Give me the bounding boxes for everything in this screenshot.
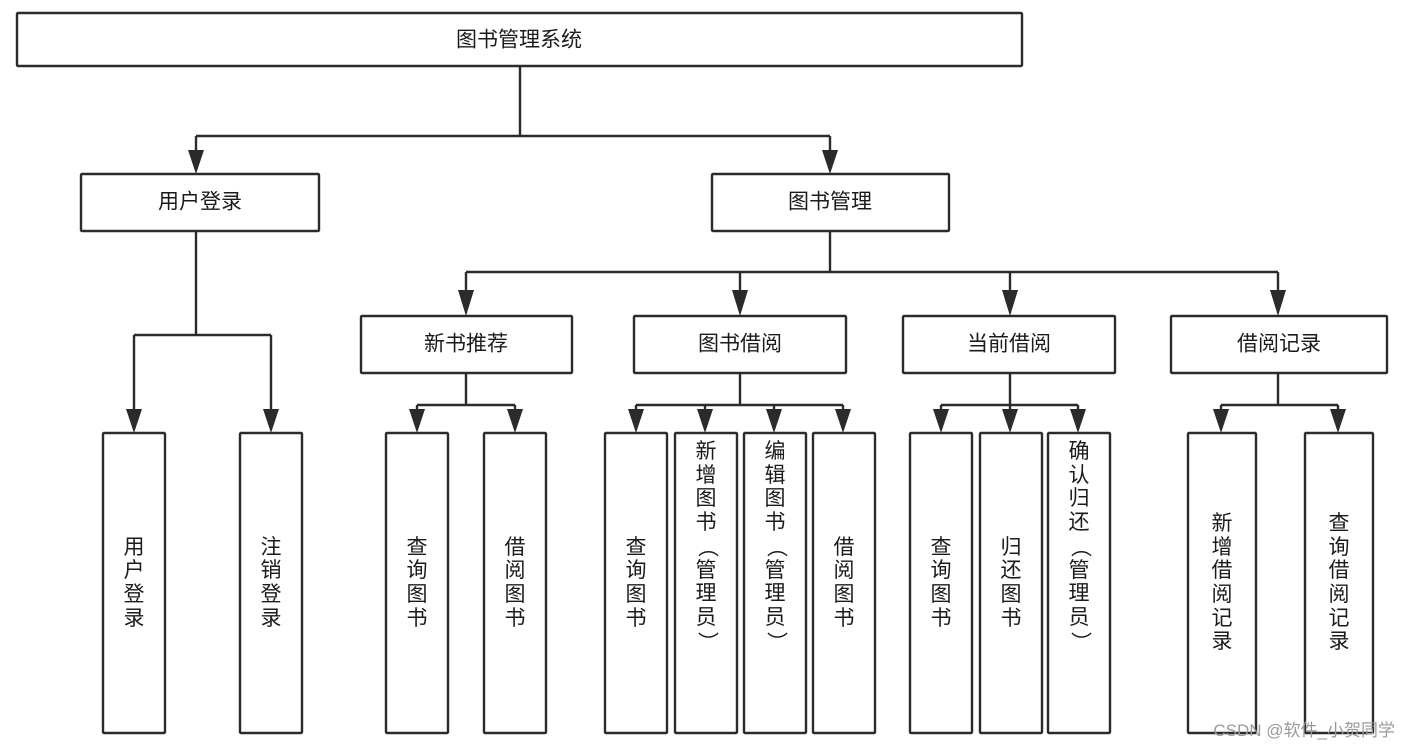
node-book-borrow-box[interactable] <box>632 314 848 375</box>
leaf-logout-login-box[interactable] <box>238 431 304 735</box>
csdn-watermark: CSDN @软件_小贺同学 <box>1213 721 1395 740</box>
leaf-query-record-box[interactable] <box>1303 431 1375 735</box>
node-borrow-record-box[interactable] <box>1169 314 1389 375</box>
root-label: 图书管理系统 <box>456 29 582 52</box>
arrow-leaf-confirm-return <box>1070 409 1086 433</box>
node-current-borrow-box[interactable] <box>901 314 1117 375</box>
arrow-leaf-return-book <box>1002 409 1018 433</box>
arrow-leaf-query-book-2 <box>628 409 644 433</box>
leaf-borrow-book-2-box[interactable] <box>811 431 877 735</box>
arrow-leaf-query-book-3 <box>933 409 949 433</box>
node-root-box[interactable] <box>15 11 1024 68</box>
leaf-query-book-3-box[interactable] <box>908 431 974 735</box>
leaf-edit-book-box[interactable] <box>742 431 808 735</box>
book-borrow-label: 图书借阅 <box>698 333 782 356</box>
leaf-confirm-return-box[interactable] <box>1046 431 1112 735</box>
arrow-leaf-add-record <box>1213 409 1229 433</box>
leaf-borrow-book-1-box[interactable] <box>482 431 548 735</box>
arrow-current-borrow <box>1002 290 1018 316</box>
arrow-book-borrow <box>732 290 748 316</box>
connectors <box>126 66 1346 433</box>
node-new-book-recommend-box[interactable] <box>359 314 574 375</box>
arrow-leaf-query-record <box>1330 409 1346 433</box>
arrow-leaf-logout-login <box>263 409 279 433</box>
arrow-book-management <box>822 150 838 174</box>
leaf-query-book-2-box[interactable] <box>603 431 669 735</box>
leaf-add-record-box[interactable] <box>1186 431 1258 735</box>
leaf-user-login-box[interactable] <box>101 431 167 735</box>
node-boxes <box>15 11 1389 735</box>
arrow-new-book-recommend <box>458 290 474 316</box>
new-book-recommend-label: 新书推荐 <box>424 333 508 356</box>
leaf-query-book-1-box[interactable] <box>384 431 450 735</box>
book-management-label: 图书管理 <box>788 191 872 214</box>
arrow-borrow-record <box>1270 290 1286 316</box>
node-user-login-box[interactable] <box>79 172 321 233</box>
arrow-leaf-user-login <box>126 409 142 433</box>
node-labels: 图书管理系统 用户登录 图书管理 新书推荐 图书借阅 当前借阅 借阅记录 <box>158 29 1321 356</box>
node-book-management-box[interactable] <box>710 172 951 233</box>
leaf-add-book-box[interactable] <box>673 431 739 735</box>
arrow-leaf-borrow-book-2 <box>835 409 851 433</box>
arrow-user-login <box>188 150 204 174</box>
arrow-leaf-edit-book <box>766 409 782 433</box>
arrow-leaf-add-book <box>697 409 713 433</box>
borrow-record-label: 借阅记录 <box>1237 333 1321 356</box>
arrow-leaf-query-book-1 <box>409 409 425 433</box>
leaf-return-book-box[interactable] <box>978 431 1044 735</box>
arrow-leaf-borrow-book-1 <box>507 409 523 433</box>
current-borrow-label: 当前借阅 <box>967 333 1051 356</box>
user-login-label: 用户登录 <box>158 191 242 214</box>
